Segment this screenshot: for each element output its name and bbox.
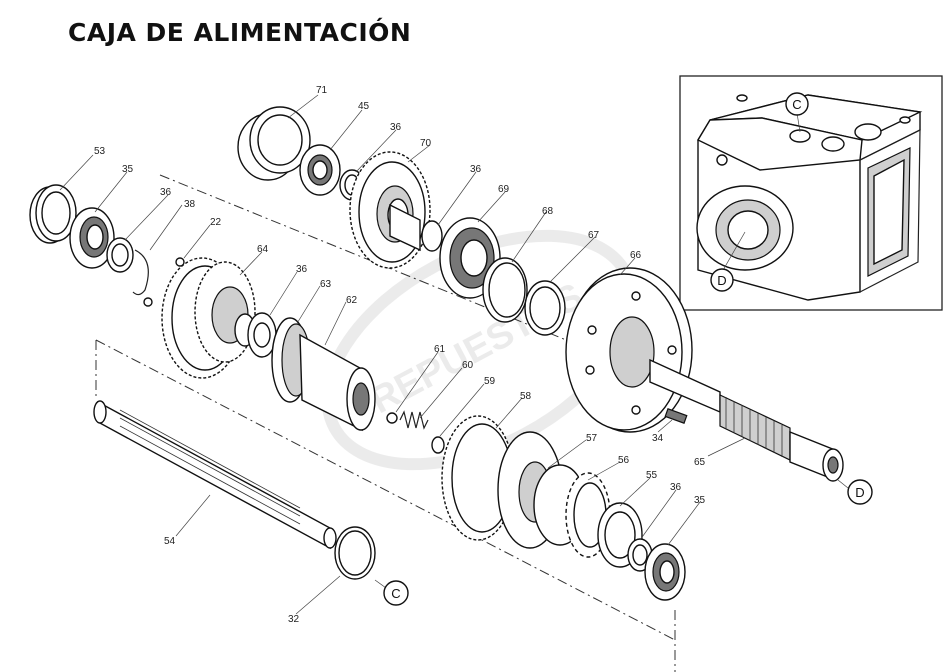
label-35-left: 35: [122, 164, 134, 175]
ref-d-inset: D: [717, 273, 726, 288]
ref-c-inset: C: [792, 97, 801, 112]
label-45: 45: [358, 101, 370, 112]
label-32: 32: [288, 614, 300, 625]
label-70: 70: [420, 138, 432, 149]
label-60: 60: [462, 360, 474, 371]
label-36-top: 36: [390, 122, 402, 133]
worm-shaft-65: D: [650, 360, 872, 504]
label-54: 54: [164, 536, 176, 547]
label-69: 69: [498, 184, 510, 195]
label-38: 38: [184, 199, 196, 210]
ref-d-shaft: D: [855, 485, 864, 500]
label-35-lower: 35: [694, 495, 706, 506]
ref-c-shaft: C: [391, 586, 400, 601]
label-67: 67: [588, 230, 600, 241]
label-36-cluster: 36: [296, 264, 308, 275]
label-59: 59: [484, 376, 496, 387]
label-63: 63: [320, 279, 332, 290]
housing-inset: C D: [680, 76, 942, 310]
label-36-lower: 36: [670, 482, 682, 493]
label-55: 55: [646, 470, 658, 481]
label-66: 66: [630, 250, 642, 261]
label-64: 64: [257, 244, 269, 255]
left-shaft-parts: [30, 185, 184, 306]
label-53: 53: [94, 146, 106, 157]
label-68: 68: [542, 206, 554, 217]
label-62: 62: [346, 295, 358, 306]
label-65: 65: [694, 457, 706, 468]
splined-shaft-54: C: [94, 401, 408, 605]
label-71: 71: [316, 85, 328, 96]
label-34: 34: [652, 433, 664, 444]
label-22: 22: [210, 217, 222, 228]
label-36-left: 36: [160, 187, 172, 198]
label-58: 58: [520, 391, 532, 402]
label-36-right: 36: [470, 164, 482, 175]
lower-cluster-parts: [442, 416, 685, 600]
label-57: 57: [586, 433, 598, 444]
label-56: 56: [618, 455, 630, 466]
label-61: 61: [434, 344, 446, 355]
